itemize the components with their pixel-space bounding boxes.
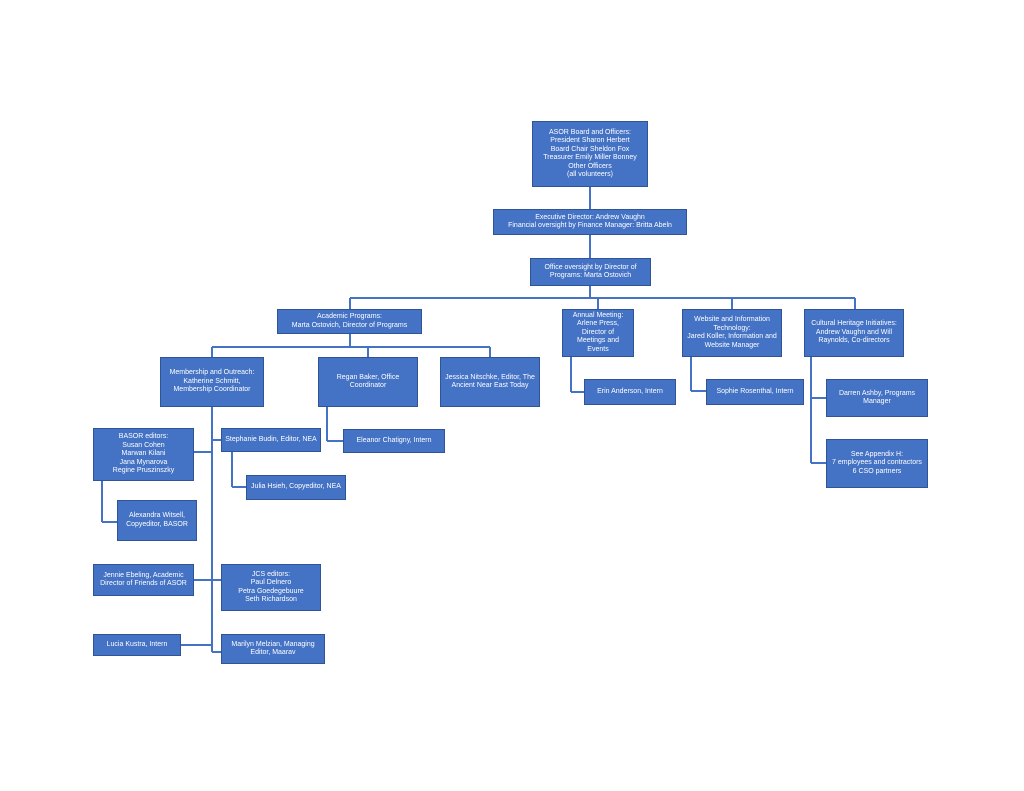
stephanie-budin-box: Stephanie Budin, Editor, NEA <box>221 428 321 452</box>
basor-editors-text: BASOR editors: Susan Cohen Marwan Kilani… <box>112 433 175 475</box>
lucia-kustra-text: Lucia Kustra, Intern <box>106 640 168 648</box>
marilyn-melzian-box: Marilyn Melzian, Managing Editor, Maarav <box>221 634 325 664</box>
cultural-heritage-box: Cultural Heritage Initiatives: Andrew Va… <box>804 309 904 357</box>
cultural-heritage-text: Cultural Heritage Initiatives: Andrew Va… <box>811 320 897 345</box>
website-it-box: Website and Information Technology: Jare… <box>682 309 782 357</box>
jessica-nitschke-box: Jessica Nitschke, Editor, The Ancient Ne… <box>440 357 540 407</box>
jessica-nitschke-text: Jessica Nitschke, Editor, The Ancient Ne… <box>445 373 535 390</box>
julia-hsieh-text: Julia Hsieh, Copyeditor, NEA <box>251 483 341 491</box>
darren-ashby-text: Darren Ashby, Programs Manager <box>838 389 916 406</box>
executive-director-text: Executive Director: Andrew Vaughn Financ… <box>508 213 672 230</box>
membership-outreach-box: Membership and Outreach: Katherine Schmi… <box>160 357 264 407</box>
alexandra-witsell-box: Alexandra Witsell, Copyeditor, BASOR <box>117 500 197 541</box>
academic-programs-text: Academic Programs: Marta Ostovich, Direc… <box>291 313 408 329</box>
jennie-ebeling-text: Jennie Ebeling, Academic Director of Fri… <box>100 571 187 588</box>
basor-editors-box: BASOR editors: Susan Cohen Marwan Kilani… <box>93 428 194 481</box>
sophie-rosenthal-box: Sophie Rosenthal, Intern <box>706 379 804 405</box>
academic-programs-box: Academic Programs: Marta Ostovich, Direc… <box>277 309 422 334</box>
website-it-text: Website and Information Technology: Jare… <box>687 316 777 349</box>
marilyn-melzian-text: Marilyn Melzian, Managing Editor, Maarav <box>231 640 315 657</box>
erin-anderson-box: Erin Anderson, Intern <box>584 379 676 405</box>
eleanor-chatigny-box: Eleanor Chatigny, Intern <box>343 429 445 453</box>
sophie-rosenthal-text: Sophie Rosenthal, Intern <box>716 387 794 395</box>
erin-anderson-text: Erin Anderson, Intern <box>597 387 663 395</box>
regan-baker-box: Regan Baker, Office Coordinator <box>318 357 418 407</box>
alexandra-witsell-text: Alexandra Witsell, Copyeditor, BASOR <box>126 512 188 528</box>
regan-baker-text: Regan Baker, Office Coordinator <box>336 373 400 390</box>
eleanor-chatigny-text: Eleanor Chatigny, Intern <box>356 436 432 444</box>
appendix-h-box: See Appendix H: 7 employees and contract… <box>826 439 928 488</box>
annual-meeting-box: Annual Meeting: Arlene Press, Director o… <box>562 309 634 357</box>
julia-hsieh-box: Julia Hsieh, Copyeditor, NEA <box>246 475 346 500</box>
board-and-officers-box: ASOR Board and Officers: President Sharo… <box>532 121 648 187</box>
stephanie-budin-text: Stephanie Budin, Editor, NEA <box>225 435 317 443</box>
membership-outreach-text: Membership and Outreach: Katherine Schmi… <box>169 369 255 394</box>
jcs-editors-text: JCS editors: Paul Delnero Petra Goedegeb… <box>238 570 304 604</box>
darren-ashby-box: Darren Ashby, Programs Manager <box>826 379 928 417</box>
executive-director-box: Executive Director: Andrew Vaughn Financ… <box>493 209 687 235</box>
board-and-officers-text: ASOR Board and Officers: President Sharo… <box>543 128 637 179</box>
jcs-editors-box: JCS editors: Paul Delnero Petra Goedegeb… <box>221 564 321 611</box>
office-oversight-text: Office oversight by Director of Programs… <box>544 263 637 280</box>
annual-meeting-text: Annual Meeting: Arlene Press, Director o… <box>572 311 624 353</box>
lucia-kustra-box: Lucia Kustra, Intern <box>93 634 181 656</box>
appendix-h-text: See Appendix H: 7 employees and contract… <box>832 450 922 475</box>
office-oversight-box: Office oversight by Director of Programs… <box>530 258 651 286</box>
jennie-ebeling-box: Jennie Ebeling, Academic Director of Fri… <box>93 564 194 596</box>
